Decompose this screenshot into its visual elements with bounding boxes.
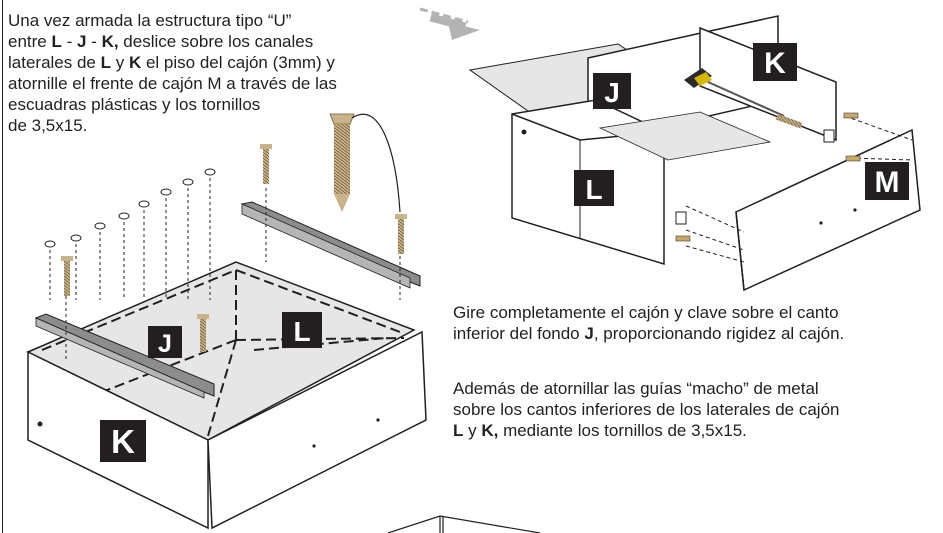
nail-icon	[118, 212, 130, 220]
instruction-line: sobre los cantos inferiores de los later…	[453, 400, 840, 419]
instruction-turn-drawer: Gire completamente el cajón y clave sobr…	[453, 302, 943, 344]
top-drawer-assembly: J K L M	[419, 7, 921, 292]
nail-icon	[70, 234, 82, 242]
instruction-line: inferior del fondo J, proporcionando rig…	[453, 324, 845, 343]
magnified-screw-icon	[329, 113, 401, 213]
inner-floor	[598, 111, 772, 161]
instruction-line: atornille el frente de cajón M a través …	[8, 74, 337, 93]
drawer-front-panel	[207, 330, 427, 530]
screwdriver-icon	[684, 68, 785, 117]
nail-icon	[138, 200, 150, 208]
instruction-line: L y K, mediante los tornillos de 3,5x15.	[453, 421, 747, 440]
label-k-bottom: K	[100, 420, 146, 462]
svg-text:M: M	[875, 166, 900, 199]
svg-text:J: J	[158, 330, 172, 358]
plastic-bracket-icon	[823, 129, 835, 143]
dowel-icon	[845, 155, 861, 162]
svg-text:J: J	[604, 77, 620, 108]
alignment-guides	[685, 115, 913, 263]
dowel-icon	[843, 112, 859, 119]
front-panel-m	[735, 128, 921, 292]
nail-icon	[204, 168, 216, 176]
instruction-line: escuadras plásticas y los tornillos	[8, 95, 261, 114]
label-j-bottom: J	[148, 326, 182, 358]
screw-icon	[61, 256, 73, 296]
svg-text:K: K	[111, 423, 135, 460]
instruction-line: Una vez armada la estructura tipo “U”	[8, 11, 292, 30]
label-k-top: K	[753, 43, 797, 81]
label-m-top: M	[865, 162, 909, 200]
screw-icon	[775, 114, 803, 129]
label-l-top: L	[574, 170, 614, 206]
page-left-rule	[2, 0, 3, 533]
dowel-icon	[675, 235, 691, 242]
metal-guide-rail	[240, 201, 421, 289]
instruction-metal-guides: Además de atornillar las guías “macho” d…	[453, 378, 943, 441]
nail-icon	[182, 178, 194, 186]
instruction-line: laterales de L y K el piso del cajón (3m…	[8, 53, 335, 72]
svg-text:L: L	[585, 174, 602, 205]
nail-icon	[94, 222, 106, 230]
nail-row	[44, 168, 401, 360]
instruction-line: de 3,5x15.	[8, 116, 88, 135]
plastic-bracket-icon	[675, 211, 687, 225]
instruction-line: Además de atornillar las guías “macho” d…	[453, 379, 819, 398]
next-step-partial-drawing	[387, 515, 541, 533]
bottom-drawer-assembly: J L K	[26, 113, 427, 530]
screw-icon	[395, 214, 407, 254]
instruction-line: entre L - J - K, deslice sobre los canal…	[8, 32, 314, 51]
slide-direction-arrow-icon	[419, 7, 480, 40]
nail-icon	[160, 188, 172, 196]
svg-text:L: L	[293, 316, 310, 347]
instruction-slide-floor: Una vez armada la estructura tipo “U” en…	[8, 10, 438, 136]
screw-icon	[197, 314, 209, 352]
metal-guide-rail	[34, 313, 215, 399]
label-l-bottom: L	[282, 312, 322, 348]
instruction-line: Gire completamente el cajón y clave sobr…	[453, 303, 839, 322]
nail-icon	[44, 240, 56, 248]
label-j-top: J	[593, 73, 631, 109]
svg-text:K: K	[764, 47, 786, 80]
screw-icon	[260, 144, 272, 184]
